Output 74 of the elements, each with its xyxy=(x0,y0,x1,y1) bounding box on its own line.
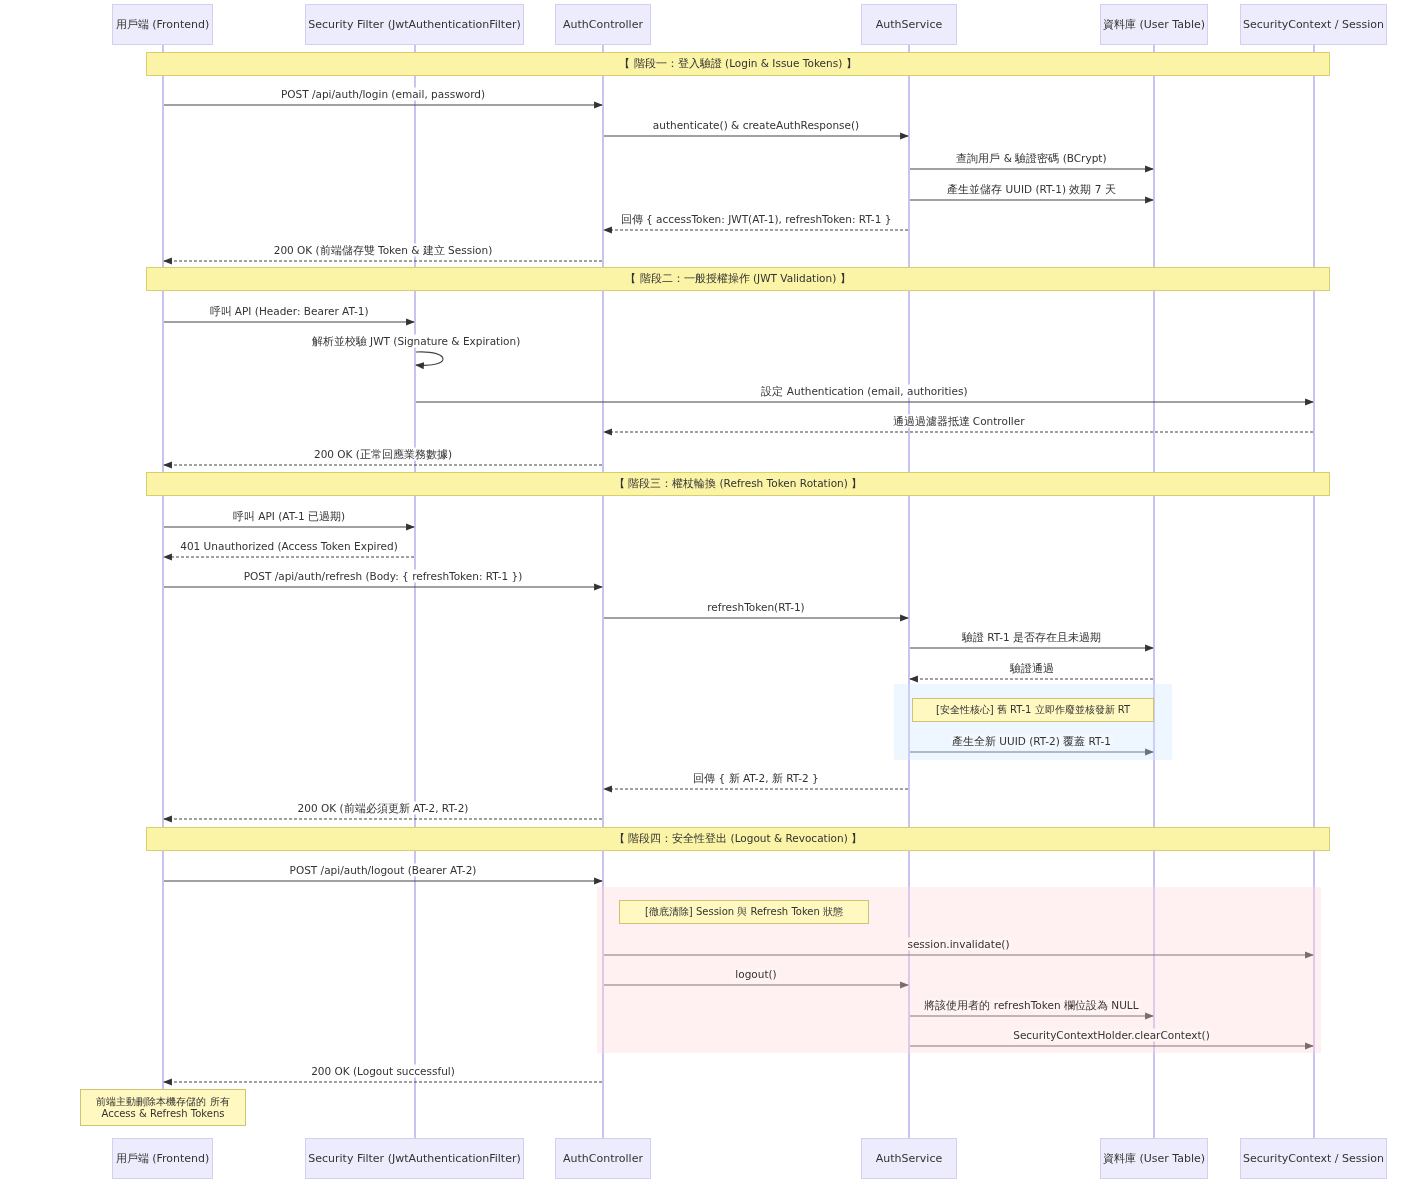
edge-label: authenticate() & createAuthResponse() xyxy=(650,118,862,132)
edge-label: 200 OK (正常回應業務數據) xyxy=(311,447,455,461)
edge-label: 呼叫 API (Header: Bearer AT-1) xyxy=(207,304,371,318)
phase-banner: 【 階段二：一般授權操作 (JWT Validation) 】 xyxy=(146,267,1330,291)
participant-box: AuthService xyxy=(861,4,957,45)
self-arrow xyxy=(415,351,444,369)
arrow xyxy=(603,951,1314,959)
note-box: [徹底清除] Session 與 Refresh Token 狀態 xyxy=(619,900,869,924)
participant-box: 資料庫 (User Table) xyxy=(1100,4,1208,45)
participant-box: 用戶端 (Frontend) xyxy=(112,4,213,45)
edge-label: 通過過濾器抵達 Controller xyxy=(890,414,1027,428)
arrow xyxy=(163,523,415,531)
participant-box: AuthController xyxy=(555,4,651,45)
participant-box: SecurityContext / Session xyxy=(1240,4,1387,45)
participant-box: AuthService xyxy=(861,1138,957,1179)
edge-label: 200 OK (前端儲存雙 Token & 建立 Session) xyxy=(271,243,495,257)
arrow xyxy=(163,101,603,109)
lifeline xyxy=(602,45,604,1138)
edge-label: SecurityContextHolder.clearContext() xyxy=(1011,1028,1212,1042)
highlight-region xyxy=(894,684,1172,760)
participant-box: SecurityContext / Session xyxy=(1240,1138,1387,1179)
edge-label: POST /api/auth/refresh (Body: { refreshToken: RT-1 }) xyxy=(241,569,525,583)
participant-box: 資料庫 (User Table) xyxy=(1100,1138,1208,1179)
edge-label: session.invalidate() xyxy=(905,937,1012,951)
edge-label: 將該使用者的 refreshToken 欄位設為 NULL xyxy=(922,998,1141,1012)
edge-label: refreshToken(RT-1) xyxy=(705,600,807,614)
edge-label: 驗證通過 xyxy=(1007,661,1056,675)
phase-banner: 【 階段四：安全性登出 (Logout & Revocation) 】 xyxy=(146,827,1330,851)
arrow xyxy=(163,461,603,469)
arrow xyxy=(163,1078,603,1086)
edge-label: 200 OK (Logout successful) xyxy=(309,1064,457,1078)
note-box: 前端主動刪除本機存儲的 所有 Access & Refresh Tokens xyxy=(80,1089,246,1126)
phase-banner: 【 階段一：登入驗證 (Login & Issue Tokens) 】 xyxy=(146,52,1330,76)
arrow xyxy=(603,428,1314,436)
participant-box: Security Filter (JwtAuthenticationFilter) xyxy=(305,1138,524,1179)
edge-label: 呼叫 API (AT-1 已過期) xyxy=(230,509,348,523)
arrow xyxy=(909,1042,1314,1050)
arrow xyxy=(909,1012,1154,1020)
arrow xyxy=(909,748,1154,756)
arrow xyxy=(163,318,415,326)
edge-label: POST /api/auth/logout (Bearer AT-2) xyxy=(287,863,479,877)
arrow xyxy=(163,583,603,591)
arrow xyxy=(603,614,909,622)
edge-label: 401 Unauthorized (Access Token Expired) xyxy=(178,539,400,553)
arrow xyxy=(163,257,603,265)
arrow xyxy=(603,132,909,140)
participant-box: Security Filter (JwtAuthenticationFilter) xyxy=(305,4,524,45)
arrow xyxy=(603,981,909,989)
edge-label: 產生全新 UUID (RT-2) 覆蓋 RT-1 xyxy=(950,734,1113,748)
arrow xyxy=(415,398,1314,406)
edge-label: logout() xyxy=(733,967,779,981)
edge-label: 回傳 { 新 AT-2, 新 RT-2 } xyxy=(691,771,821,785)
arrow xyxy=(909,675,1154,683)
edge-label: 解析並校驗 JWT (Signature & Expiration) xyxy=(309,334,523,348)
edge-label: 200 OK (前端必須更新 AT-2, RT-2) xyxy=(295,801,471,815)
arrow xyxy=(909,644,1154,652)
arrow xyxy=(163,815,603,823)
lifeline xyxy=(1313,45,1315,1138)
arrow xyxy=(163,553,415,561)
participant-box: 用戶端 (Frontend) xyxy=(112,1138,213,1179)
phase-banner: 【 階段三：權杖輪換 (Refresh Token Rotation) 】 xyxy=(146,472,1330,496)
edge-label: 設定 Authentication (email, authorities) xyxy=(759,384,970,398)
edge-label: 產生並儲存 UUID (RT-1) 效期 7 天 xyxy=(945,182,1118,196)
lifeline xyxy=(162,45,164,1089)
arrow xyxy=(909,165,1154,173)
edge-label: 查詢用戶 & 驗證密碼 (BCrypt) xyxy=(954,151,1109,165)
note-box: [安全性核心] 舊 RT-1 立即作廢並核發新 RT xyxy=(912,698,1154,722)
arrow xyxy=(163,877,603,885)
arrow xyxy=(909,196,1154,204)
highlight-region xyxy=(597,887,1321,1053)
arrow xyxy=(603,785,909,793)
arrow xyxy=(603,226,909,234)
participant-box: AuthController xyxy=(555,1138,651,1179)
edge-label: 驗證 RT-1 是否存在且未過期 xyxy=(959,630,1104,644)
